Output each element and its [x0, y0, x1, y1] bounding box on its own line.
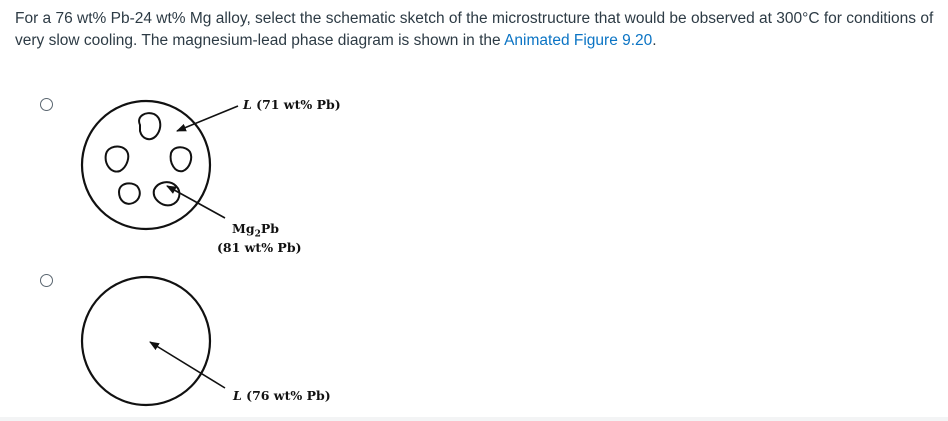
option-1-sketch[interactable]	[80, 99, 239, 231]
animated-figure-link[interactable]: Animated Figure 9.20	[504, 32, 653, 49]
liquid-label-1: L (71 wt% Pb)	[243, 97, 341, 112]
mg2pb-particle	[117, 182, 141, 205]
liquid-label-2: L (76 wt% Pb)	[233, 388, 331, 403]
bottom-divider	[0, 417, 948, 421]
question-text: For a 76 wt% Pb-24 wt% Mg alloy, select …	[15, 8, 940, 52]
liquid-pointer-arrow-2	[149, 341, 226, 389]
liquid-pointer-arrow	[176, 105, 239, 132]
mg2pb-composition-label: (81 wt% Pb)	[217, 240, 302, 255]
option-2-sketch[interactable]	[80, 275, 226, 407]
mg2pb-particle	[152, 181, 181, 207]
grain-circle-1	[80, 99, 212, 231]
mg2pb-particle	[138, 112, 162, 141]
mg2pb-particle	[169, 146, 193, 173]
mg2pb-particle	[104, 145, 130, 173]
mg2pb-pointer-arrow	[166, 185, 226, 219]
mg2pb-label: Mg2Pb	[232, 221, 279, 240]
question-body: For a 76 wt% Pb-24 wt% Mg alloy, select …	[15, 10, 934, 49]
option-1-radio[interactable]	[40, 98, 53, 111]
grain-circle-2	[80, 275, 212, 407]
question-end: .	[652, 32, 657, 49]
option-2-radio[interactable]	[40, 274, 53, 287]
